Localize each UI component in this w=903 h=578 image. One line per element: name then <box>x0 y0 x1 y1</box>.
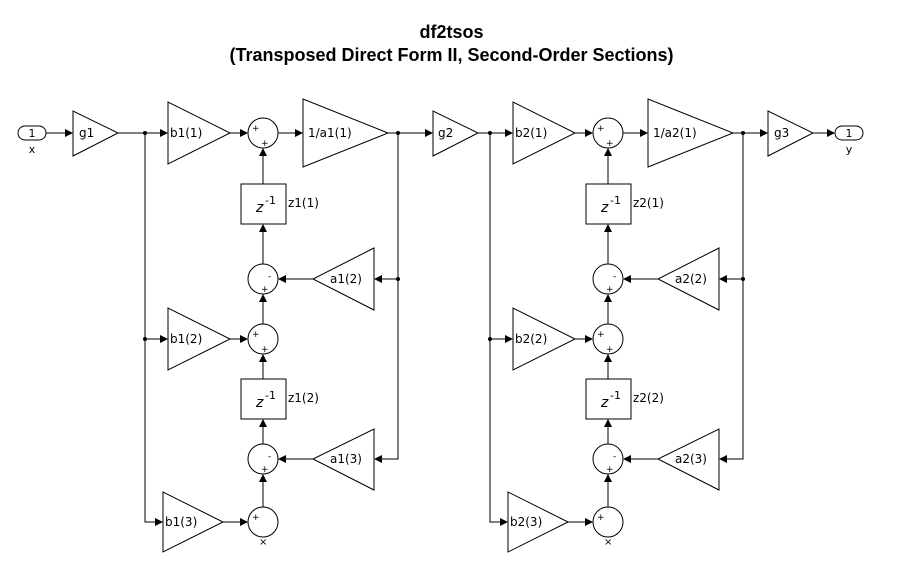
gain-b2-1[interactable]: b2(1) <box>512 101 577 165</box>
delay-z2-1-symbol: z <box>600 200 609 216</box>
gain-b2-1-label: b2(1) <box>515 126 547 140</box>
delay-z1-1-label: z1(1) <box>288 196 319 210</box>
sign-plus: + <box>261 285 269 295</box>
delay-z1-1[interactable]: z -1 z1(1) <box>240 183 319 225</box>
gain-a1-3-label: a1(3) <box>330 452 362 466</box>
sign-minus: - <box>268 452 271 462</box>
sign-minus: - <box>613 272 616 282</box>
gain-a2-3-label: a2(3) <box>675 452 707 466</box>
gain-b1-2[interactable]: b1(2) <box>167 307 232 371</box>
sign-plus: + <box>606 345 614 355</box>
delay-z1-2-exponent: -1 <box>265 389 276 402</box>
gain-inv-a1-1-label: 1/a1(1) <box>308 126 352 140</box>
junction-dots <box>143 131 745 341</box>
gain-a1-2[interactable]: a1(2) <box>311 247 375 311</box>
gain-b2-3[interactable]: b2(3) <box>507 491 570 553</box>
delay-z1-1-exponent: -1 <box>265 194 276 207</box>
delay-z1-1-symbol: z <box>255 200 264 216</box>
sign-plus: + <box>252 513 260 523</box>
gain-inv-a2-1-label: 1/a2(1) <box>653 126 697 140</box>
gain-b1-1-label: b1(1) <box>170 126 202 140</box>
gain-b1-3[interactable]: b1(3) <box>162 491 225 553</box>
input-port-number: 1 <box>29 127 36 140</box>
delay-z1-2-symbol: z <box>255 395 264 411</box>
sign-plus: + <box>606 285 614 295</box>
delay-z2-2[interactable]: z -1 z2(2) <box>585 378 664 420</box>
delay-z2-1-exponent: -1 <box>610 194 621 207</box>
gain-a2-3[interactable]: a2(3) <box>656 428 720 491</box>
delay-z2-1[interactable]: z -1 z2(1) <box>585 183 664 225</box>
sign-minus: - <box>613 452 616 462</box>
gain-inv-a1-1[interactable]: 1/a1(1) <box>302 98 390 168</box>
delay-z2-2-exponent: -1 <box>610 389 621 402</box>
gain-b1-2-label: b1(2) <box>170 332 202 346</box>
output-port-number: 1 <box>846 127 853 140</box>
signal-lines <box>46 129 835 526</box>
sign-plus: + <box>261 139 269 149</box>
sign-plus: + <box>261 345 269 355</box>
gain-b2-2-label: b2(2) <box>515 332 547 346</box>
gain-g3[interactable]: g3 <box>767 110 815 157</box>
gain-b1-3-label: b1(3) <box>165 515 197 529</box>
delay-z2-2-symbol: z <box>600 395 609 411</box>
gain-g2-label: g2 <box>438 126 453 140</box>
delay-z1-2[interactable]: z -1 z1(2) <box>240 378 319 420</box>
gain-b1-1[interactable]: b1(1) <box>167 101 232 165</box>
delay-z1-2-label: z1(2) <box>288 391 319 405</box>
gain-g1-label: g1 <box>79 126 94 140</box>
sign-terminator: × <box>259 537 267 548</box>
gain-a1-3[interactable]: a1(3) <box>311 428 375 491</box>
gain-a1-2-label: a1(2) <box>330 272 362 286</box>
sign-plus: + <box>252 124 260 134</box>
gain-b2-2[interactable]: b2(2) <box>512 307 577 371</box>
diagram-subtitle: (Transposed Direct Form II, Second-Order… <box>229 45 674 65</box>
sign-plus: + <box>606 139 614 149</box>
sign-plus: + <box>597 124 605 134</box>
input-port[interactable]: 1 x <box>17 125 47 156</box>
sign-plus: + <box>597 330 605 340</box>
gain-a2-2[interactable]: a2(2) <box>656 247 720 311</box>
input-port-label: x <box>29 143 36 156</box>
delay-z2-2-label: z2(2) <box>633 391 664 405</box>
sign-plus: + <box>597 513 605 523</box>
sign-terminator: × <box>604 537 612 548</box>
gain-g2[interactable]: g2 <box>432 110 480 157</box>
delay-z2-1-label: z2(1) <box>633 196 664 210</box>
gain-a2-2-label: a2(2) <box>675 272 707 286</box>
sign-plus: + <box>252 330 260 340</box>
output-port-label: y <box>846 143 853 156</box>
sign-minus: - <box>268 272 271 282</box>
sign-plus: + <box>606 465 614 475</box>
gain-b2-3-label: b2(3) <box>510 515 542 529</box>
sign-plus: + <box>261 465 269 475</box>
output-port[interactable]: 1 y <box>834 125 864 156</box>
gain-g1[interactable]: g1 <box>72 110 120 157</box>
gain-g3-label: g3 <box>774 126 789 140</box>
gain-inv-a2-1[interactable]: 1/a2(1) <box>647 98 735 168</box>
diagram-title: df2tsos <box>419 22 484 42</box>
